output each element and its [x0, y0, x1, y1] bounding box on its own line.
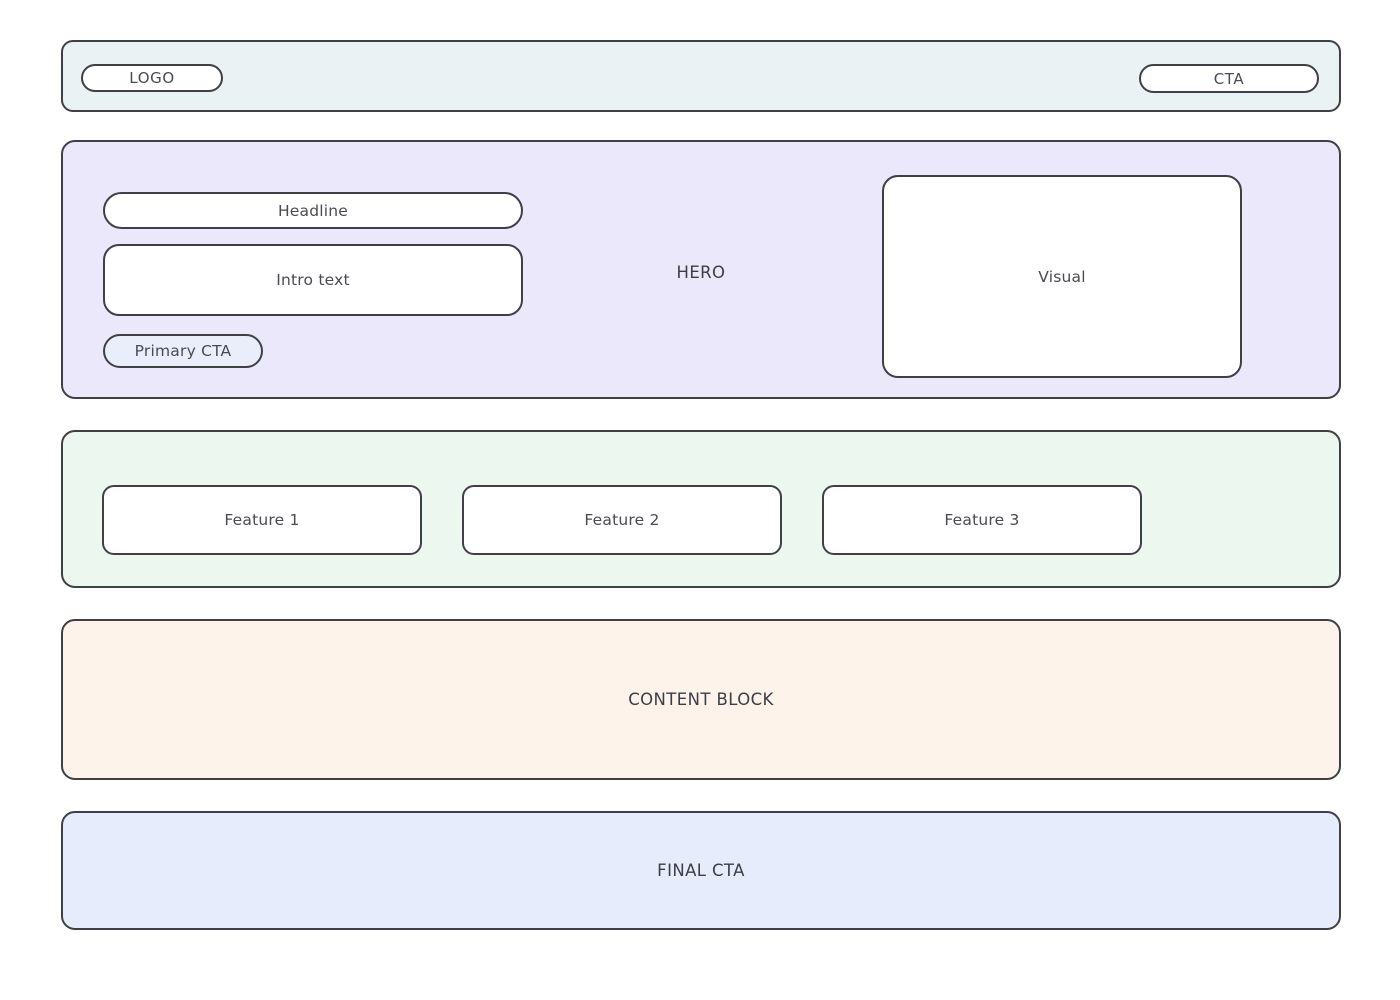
content-block-label: CONTENT BLOCK	[628, 690, 774, 709]
logo-placeholder[interactable]: LOGO	[81, 64, 223, 92]
feature-card-3-label: Feature 3	[944, 511, 1020, 529]
final-cta-section[interactable]: FINAL CTA	[61, 811, 1341, 930]
header-cta-label: CTA	[1213, 69, 1245, 88]
features-section: Feature 1 Feature 2 Feature 3	[61, 430, 1341, 588]
hero-visual-label: Visual	[1038, 267, 1086, 286]
final-cta-label: FINAL CTA	[657, 861, 745, 880]
feature-card-2[interactable]: Feature 2	[462, 485, 782, 555]
hero-intro-text-placeholder: Intro text	[103, 244, 523, 316]
hero-section-label: HERO	[676, 263, 726, 282]
feature-card-1-label: Feature 1	[224, 511, 300, 529]
header-section: LOGO CTA	[61, 40, 1341, 112]
logo-label: LOGO	[129, 69, 175, 87]
header-cta-button[interactable]: CTA	[1139, 64, 1319, 93]
hero-headline-label: Headline	[277, 201, 349, 220]
feature-card-3[interactable]: Feature 3	[822, 485, 1142, 555]
feature-card-2-label: Feature 2	[584, 511, 660, 529]
content-block-section: CONTENT BLOCK	[61, 619, 1341, 780]
feature-card-1[interactable]: Feature 1	[102, 485, 422, 555]
hero-visual-placeholder: Visual	[882, 175, 1242, 378]
hero-headline-placeholder: Headline	[103, 192, 523, 229]
hero-primary-cta-button[interactable]: Primary CTA	[103, 334, 263, 368]
hero-primary-cta-label: Primary CTA	[134, 342, 232, 360]
hero-section: HERO Headline Intro text Primary CTA Vis…	[61, 140, 1341, 399]
hero-intro-label: Intro text	[276, 271, 350, 289]
